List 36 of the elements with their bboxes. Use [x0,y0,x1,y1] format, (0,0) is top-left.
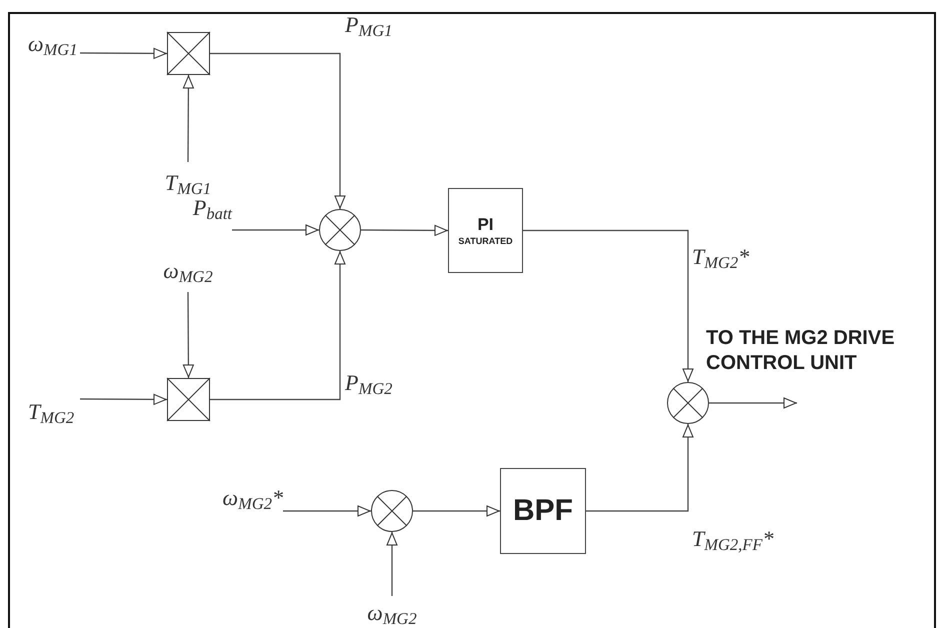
signal-label: ω$_{MG2}$* [222,487,283,509]
signal-arrow [709,398,797,408]
signal-arrow [210,52,346,209]
summing-junction [371,490,413,532]
signal-label: ω$_{MG2}$ [367,602,417,624]
summing-junction [667,382,709,424]
filter-block [500,468,586,554]
signal-arrow [80,48,167,59]
signal-arrow [182,75,194,162]
signal-label: ω$_{MG2}$ [163,260,213,282]
signal-arrow [523,230,694,382]
edge-label: T$_{MG2,FF}$* [692,528,774,550]
signal-arrow [283,506,371,516]
block-label: SATURATED [458,236,513,247]
signal-label: T$_{MG1}$ [164,172,212,194]
signal-arrow [586,424,694,512]
signal-arrow [232,224,319,236]
edge-label: P$_{MG1}$ [345,14,392,36]
multiplier-block [167,378,210,421]
signal-arrow [413,506,500,516]
block-label: PI [477,214,494,236]
signal-arrow [80,394,167,405]
controller-block [448,188,523,273]
block-label: BPF [513,496,573,526]
signal-arrow [361,224,448,236]
signal-label: T$_{MG2}$ [28,401,74,423]
signal-arrow [386,532,398,596]
edge-label: T$_{MG2}$* [692,246,750,268]
signal-label: P$_{batt}$ [192,197,232,219]
signal-arrow [182,292,194,378]
edge-label: P$_{MG2}$ [345,372,392,394]
output-destination-label: TO THE MG2 DRIVE CONTROL UNIT [706,326,896,376]
multiplier-block [167,32,210,75]
signal-label: ω$_{MG1}$ [28,33,78,55]
summing-junction [319,209,361,251]
signal-arrow [210,251,346,400]
